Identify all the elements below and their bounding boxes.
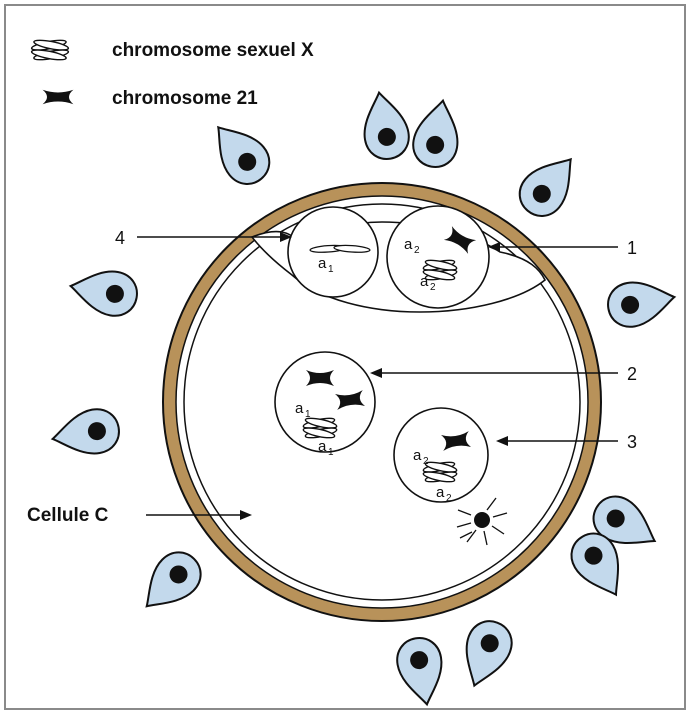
follicle-cell bbox=[357, 89, 412, 163]
follicle-cell bbox=[131, 543, 209, 621]
allele-label: a bbox=[413, 447, 422, 464]
allele-label: a bbox=[420, 273, 429, 290]
label-2: 2 bbox=[627, 364, 637, 384]
follicle-cell bbox=[49, 406, 123, 461]
label-1: 1 bbox=[627, 238, 637, 258]
allele-label: a bbox=[436, 484, 445, 501]
legend-x-chromosome-label: chromosome sexuel X bbox=[112, 40, 314, 61]
allele-subscript: 1 bbox=[328, 264, 334, 275]
allele-label: a bbox=[295, 400, 304, 417]
legend-chromosome-21-label: chromosome 21 bbox=[112, 88, 258, 109]
chromosome-21-icon bbox=[43, 90, 74, 104]
allele-subscript: 1 bbox=[305, 409, 311, 420]
nucleus-1: a 2 a 2 bbox=[387, 206, 489, 308]
allele-label: a bbox=[318, 438, 327, 455]
cell-c-label: Cellule C bbox=[27, 505, 109, 526]
allele-subscript: 2 bbox=[414, 245, 420, 256]
allele-subscript: 2 bbox=[423, 456, 429, 467]
allele-label: a bbox=[404, 236, 413, 253]
allele-label: a bbox=[318, 255, 327, 272]
follicle-cell bbox=[201, 113, 278, 193]
follicle-cell bbox=[511, 145, 588, 225]
nucleus-3: a 2 a 2 bbox=[394, 408, 488, 504]
nucleus-4: a 1 bbox=[288, 207, 378, 297]
follicle-cell bbox=[410, 97, 465, 171]
follicle-cell bbox=[394, 635, 449, 709]
label-3: 3 bbox=[627, 432, 637, 452]
follicle-cell bbox=[454, 615, 518, 693]
label-4: 4 bbox=[115, 228, 125, 248]
oocyte bbox=[163, 183, 601, 621]
allele-subscript: 1 bbox=[328, 447, 334, 458]
allele-subscript: 2 bbox=[430, 282, 436, 293]
allele-subscript: 2 bbox=[446, 493, 452, 504]
x-chromosome-icon bbox=[31, 38, 69, 61]
legend: chromosome sexuel X chromosome 21 bbox=[31, 38, 314, 109]
follicle-cell bbox=[605, 275, 679, 330]
follicle-cell bbox=[67, 264, 141, 319]
